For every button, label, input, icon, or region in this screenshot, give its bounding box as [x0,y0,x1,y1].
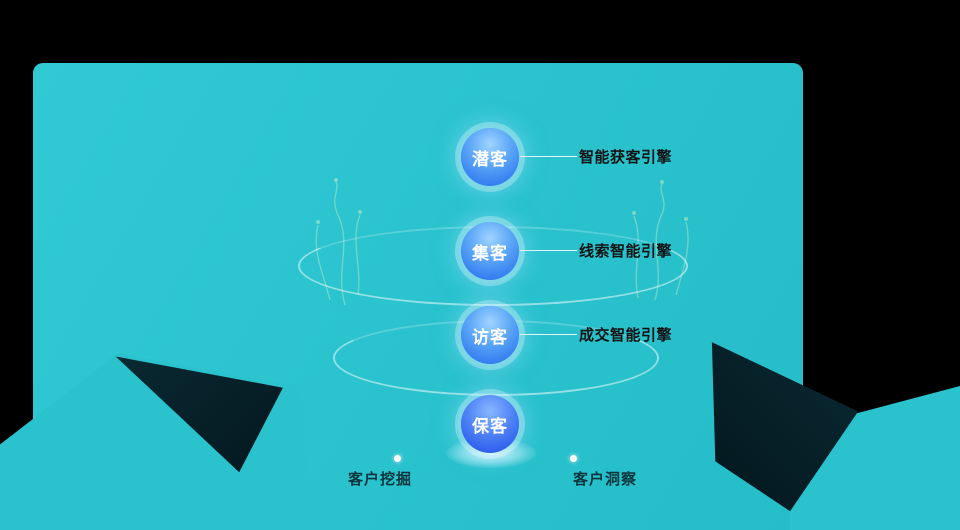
stage-circle-gathered-customers: 集客 [461,222,519,280]
stage-circle-visitors: 访客 [461,306,519,364]
stage-circle-potential-customers: 潜客 [461,128,519,186]
footer-label-customer-insight: 客户洞察 [573,470,638,488]
connector-line-2 [520,250,577,251]
engine-label-2: 线索智能引擎 [579,242,673,260]
connector-line-3 [520,334,577,335]
stage-circle-label: 保客 [472,416,508,437]
engine-label-3: 成交智能引擎 [579,326,673,344]
stage-circle-retained-customers: 保客 [461,395,519,453]
engine-label-1: 智能获客引擎 [579,148,673,166]
stage-circle-label: 集客 [472,243,508,264]
footer-dot-1 [394,455,401,462]
stage-circle-label: 潜客 [472,149,508,170]
stage-circle-label: 访客 [472,327,508,348]
connector-line-1 [520,156,577,157]
footer-label-customer-mining: 客户挖掘 [348,470,413,488]
footer-dot-2 [570,455,577,462]
